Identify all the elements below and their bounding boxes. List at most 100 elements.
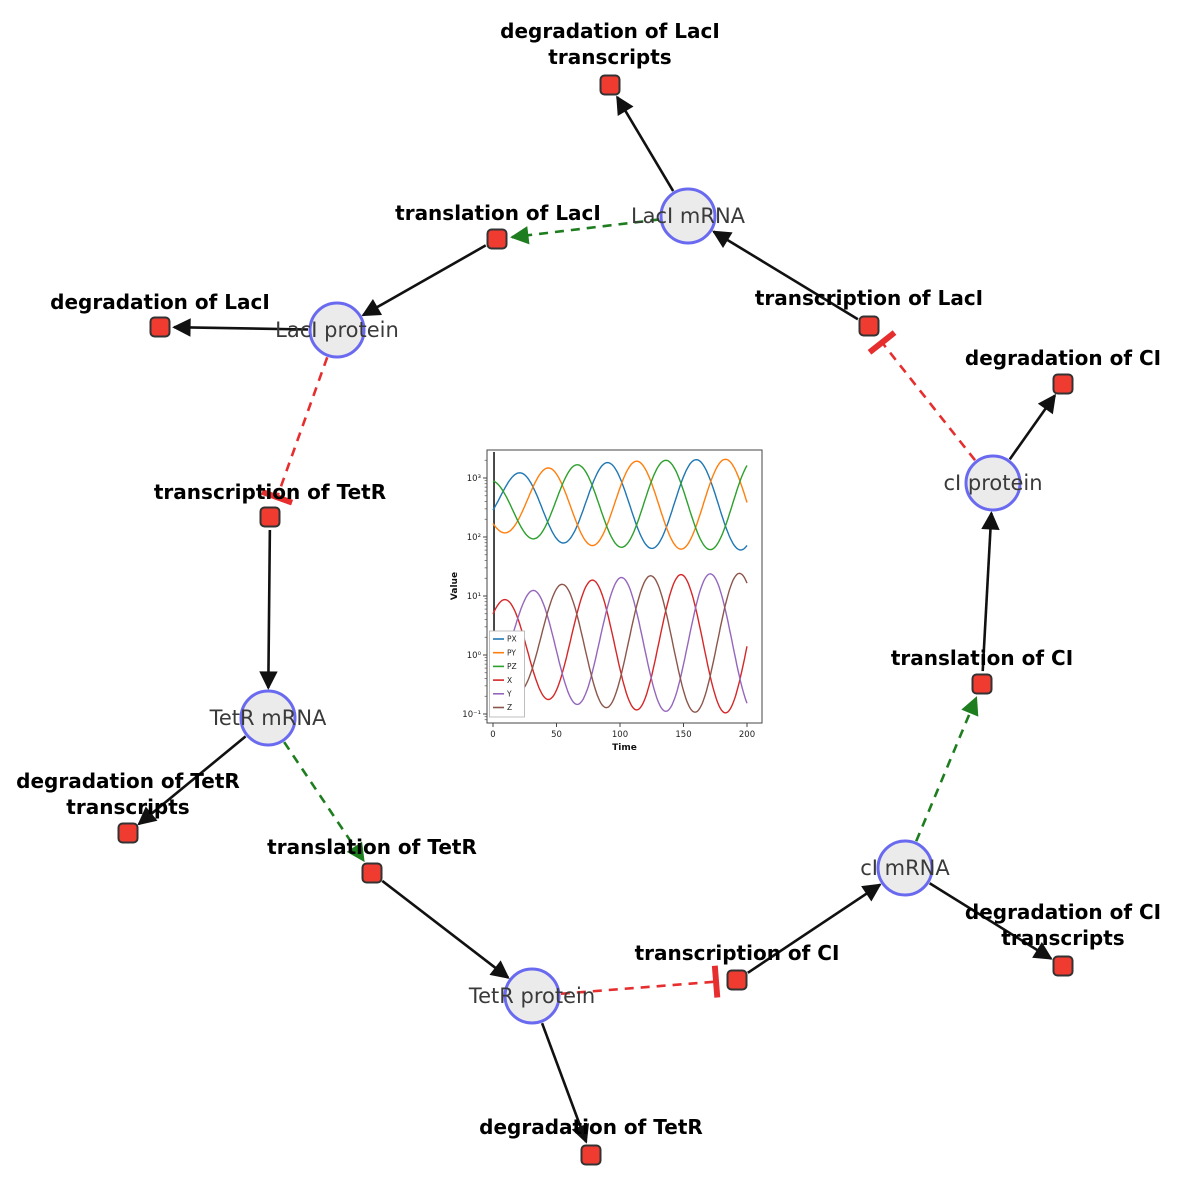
edge-layer bbox=[137, 95, 1056, 1144]
reaction-label-deg_ci: degradation of CI bbox=[965, 346, 1161, 370]
reaction-node-transl_laci: translation of LacI bbox=[395, 201, 601, 250]
species-circle-laci_prot bbox=[308, 301, 366, 359]
reaction-square-txn_tetr bbox=[259, 506, 281, 528]
edge-consumption-laci_prot-deg_laci bbox=[172, 318, 309, 337]
x-tick-label: 0 bbox=[490, 730, 495, 740]
species-label-tetr_mrna: TetR mRNA bbox=[209, 706, 327, 730]
x-tick-label: 200 bbox=[739, 730, 755, 740]
reaction-node-transl_ci: translation of CI bbox=[891, 646, 1073, 695]
x-axis-ticks: 0 50 100 150 200 bbox=[490, 723, 755, 740]
edge-production-transl_laci-laci_prot bbox=[361, 244, 487, 317]
edge-consumption-ci_prot-deg_ci bbox=[1008, 393, 1056, 461]
edge-production-txn_ci-ci_mrna bbox=[747, 883, 882, 974]
species-node-laci_prot: LacI protein bbox=[275, 301, 399, 359]
x-tick-label: 150 bbox=[675, 730, 691, 740]
species-label-ci_mrna: cI mRNA bbox=[860, 856, 950, 880]
edge-consumption-tetr_prot-deg_tetr bbox=[540, 1022, 589, 1144]
species-circle-tetr_prot bbox=[503, 967, 561, 1025]
chart-legend: PX PY PZ XYZ bbox=[489, 630, 525, 718]
edge-modifier-tetr_mrna-transl_tetr bbox=[283, 741, 365, 863]
species-circle-laci_mrna bbox=[659, 187, 717, 245]
x-axis-label: Time bbox=[612, 743, 637, 753]
series-Y bbox=[492, 573, 748, 713]
x-tick-label: 100 bbox=[612, 730, 628, 740]
reaction-square-txn_laci bbox=[858, 315, 880, 337]
reaction-node-txn_ci: transcription of CI bbox=[635, 941, 840, 991]
reaction-node-txn_tetr: transcription of TetR bbox=[154, 480, 386, 528]
x-tick-label: 50 bbox=[551, 730, 562, 740]
reaction-square-transl_laci bbox=[486, 228, 508, 250]
species-label-laci_mrna: LacI mRNA bbox=[631, 204, 746, 228]
edge-production-transl_tetr-tetr_prot bbox=[381, 879, 510, 979]
series-X bbox=[492, 573, 748, 714]
species-label-laci_prot: LacI protein bbox=[275, 318, 399, 342]
reaction-label-txn_tetr: transcription of TetR bbox=[154, 480, 386, 504]
legend-label-Y: Y bbox=[506, 690, 512, 699]
reaction-square-deg_ci bbox=[1052, 373, 1074, 395]
species-circle-ci_mrna bbox=[876, 839, 934, 897]
edge-modifier-ci_mrna-transl_ci bbox=[914, 696, 979, 842]
series-Z bbox=[492, 572, 748, 713]
edge-consumption-tetr_mrna-deg_tetr_tx bbox=[137, 735, 247, 826]
reaction-square-deg_laci bbox=[149, 316, 171, 338]
reaction-square-txn_ci bbox=[726, 969, 748, 991]
reaction-label-txn_ci: transcription of CI bbox=[635, 941, 840, 965]
legend-label-X: X bbox=[507, 676, 512, 685]
species-node-laci_mrna: LacI mRNA bbox=[631, 187, 746, 245]
legend-label-Z: Z bbox=[507, 703, 512, 712]
reaction-node-txn_laci: transcription of LacI bbox=[755, 286, 983, 337]
edge-inhibition-laci_prot-txn_tetr bbox=[261, 356, 329, 506]
reaction-node-transl_tetr: translation of TetR bbox=[267, 835, 477, 884]
reaction-label-txn_laci: transcription of LacI bbox=[755, 286, 983, 310]
reaction-square-transl_ci bbox=[971, 673, 993, 695]
series-PZ bbox=[492, 459, 748, 551]
species-node-tetr_prot: TetR protein bbox=[468, 967, 595, 1025]
edge-production-transl_ci-ci_prot bbox=[981, 511, 1000, 672]
species-circle-ci_prot bbox=[964, 454, 1022, 512]
edge-consumption-laci_mrna-deg_laci_tx bbox=[616, 95, 675, 192]
reaction-label-transl_tetr: translation of TetR bbox=[267, 835, 477, 859]
y-tick-label: 10⁻¹ bbox=[462, 710, 481, 720]
reaction-label-transl_ci: translation of CI bbox=[891, 646, 1073, 670]
species-circle-tetr_mrna bbox=[239, 689, 297, 747]
reaction-square-transl_tetr bbox=[361, 862, 383, 884]
reaction-node-deg_laci: degradation of LacI bbox=[50, 290, 270, 338]
y-tick-label: 10¹ bbox=[467, 592, 481, 602]
edge-consumption-ci_mrna-deg_ci_tx bbox=[928, 882, 1053, 960]
species-node-tetr_mrna: TetR mRNA bbox=[209, 689, 327, 747]
reaction-square-deg_tetr_tx bbox=[117, 822, 139, 844]
legend-label-PX: PX bbox=[507, 635, 517, 644]
reaction-label-transl_laci: translation of LacI bbox=[395, 201, 601, 225]
species-label-ci_prot: cI protein bbox=[943, 471, 1042, 495]
edge-inhibition-tetr_prot-txn_ci bbox=[560, 965, 721, 998]
reaction-node-deg_ci: degradation of CI bbox=[965, 346, 1161, 395]
legend-label-PY: PY bbox=[507, 648, 516, 657]
y-axis-label: Value bbox=[450, 572, 460, 600]
y-tick-label: 10³ bbox=[467, 474, 481, 484]
edge-production-txn_tetr-tetr_mrna bbox=[259, 529, 278, 690]
species-node-ci_mrna: cI mRNA bbox=[860, 839, 950, 897]
reaction-label-deg_laci: degradation of LacI bbox=[50, 290, 270, 314]
series-PX bbox=[492, 458, 748, 551]
edge-modifier-laci_mrna-transl_laci bbox=[510, 218, 660, 245]
legend-label-PZ: PZ bbox=[507, 662, 517, 671]
y-tick-label: 10⁰ bbox=[467, 651, 482, 661]
reaction-node-deg_tetr: degradation of TetR bbox=[479, 1115, 703, 1166]
y-axis-ticks: 10⁻¹ 10⁰ 10¹ 10² 10³ bbox=[462, 459, 487, 721]
edge-production-txn_laci-laci_mrna bbox=[712, 230, 859, 321]
series-PY bbox=[492, 458, 748, 550]
edge-inhibition-ci_prot-txn_laci bbox=[867, 330, 977, 462]
y-tick-label: 10² bbox=[467, 533, 481, 543]
species-node-ci_prot: cI protein bbox=[943, 454, 1043, 512]
